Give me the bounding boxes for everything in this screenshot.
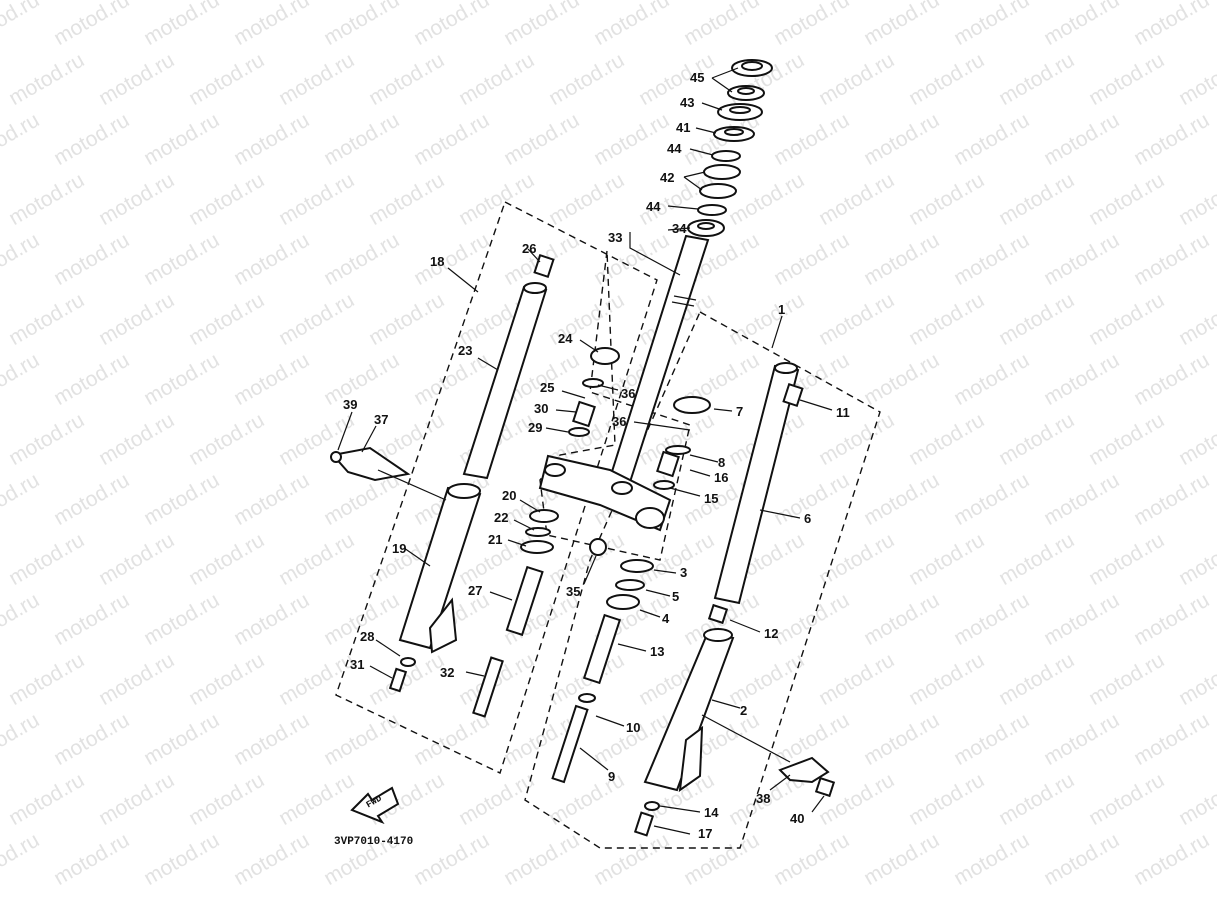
part-label-36: 28 bbox=[360, 629, 375, 644]
part-label-3: 44 bbox=[667, 141, 682, 156]
part-label-0: 45 bbox=[690, 70, 705, 85]
part-label-40: 10 bbox=[626, 720, 641, 735]
part-label-4: 42 bbox=[660, 170, 675, 185]
forward-arrow bbox=[350, 786, 400, 825]
diagram-code: 3VP7010-4170 bbox=[334, 836, 414, 848]
part-label-38: 32 bbox=[440, 665, 455, 680]
part-label-9: 18 bbox=[430, 254, 445, 269]
part-label-16: 36 bbox=[612, 414, 627, 429]
part-label-22: 11 bbox=[836, 405, 850, 420]
part-label-2: 41 bbox=[676, 120, 691, 135]
part-label-37: 31 bbox=[350, 657, 365, 672]
assembly-outline-center bbox=[539, 250, 691, 561]
part-label-8: 26 bbox=[522, 241, 537, 256]
part-label-20: 15 bbox=[704, 491, 719, 506]
part-label-24: 39 bbox=[343, 397, 358, 412]
part-label-34: 4 bbox=[662, 611, 670, 626]
part-label-44: 40 bbox=[790, 811, 805, 826]
part-label-23: 6 bbox=[804, 511, 812, 526]
part-label-26: 20 bbox=[502, 488, 517, 503]
part-label-30: 27 bbox=[468, 583, 483, 598]
part-label-43: 38 bbox=[756, 791, 771, 806]
part-label-25: 37 bbox=[374, 412, 389, 427]
right-fork bbox=[551, 362, 836, 837]
part-label-28: 21 bbox=[488, 532, 503, 547]
part-label-19: 16 bbox=[714, 470, 729, 485]
part-label-12: 25 bbox=[540, 380, 555, 395]
part-label-31: 35 bbox=[566, 584, 581, 599]
part-label-11: 24 bbox=[558, 331, 573, 346]
part-label-29: 19 bbox=[392, 541, 407, 556]
left-fork bbox=[330, 254, 620, 718]
part-label-27: 22 bbox=[494, 510, 509, 525]
part-label-39: 13 bbox=[650, 644, 665, 659]
part-label-1: 43 bbox=[680, 95, 695, 110]
part-label-42: 9 bbox=[608, 769, 616, 784]
part-label-17: 7 bbox=[736, 404, 744, 419]
part-label-41: 2 bbox=[740, 703, 748, 718]
part-label-13: 36 bbox=[621, 386, 636, 401]
part-label-5: 44 bbox=[646, 199, 661, 214]
steering-stem bbox=[538, 234, 710, 556]
part-label-7: 33 bbox=[608, 230, 623, 245]
part-label-32: 3 bbox=[680, 565, 688, 580]
part-label-14: 30 bbox=[534, 401, 549, 416]
part-label-46: 17 bbox=[698, 826, 713, 841]
bearing-stack bbox=[687, 59, 773, 237]
assembly-outline-right bbox=[524, 311, 881, 849]
part-label-35: 12 bbox=[764, 626, 779, 641]
part-label-18: 8 bbox=[718, 455, 726, 470]
part-label-45: 14 bbox=[704, 805, 719, 820]
leader-lines bbox=[337, 67, 833, 835]
part-label-10: 23 bbox=[458, 343, 473, 358]
part-label-33: 5 bbox=[672, 589, 680, 604]
part-label-6: 34 bbox=[672, 221, 687, 236]
part-label-21: 1 bbox=[778, 302, 786, 317]
part-label-15: 29 bbox=[528, 420, 543, 435]
